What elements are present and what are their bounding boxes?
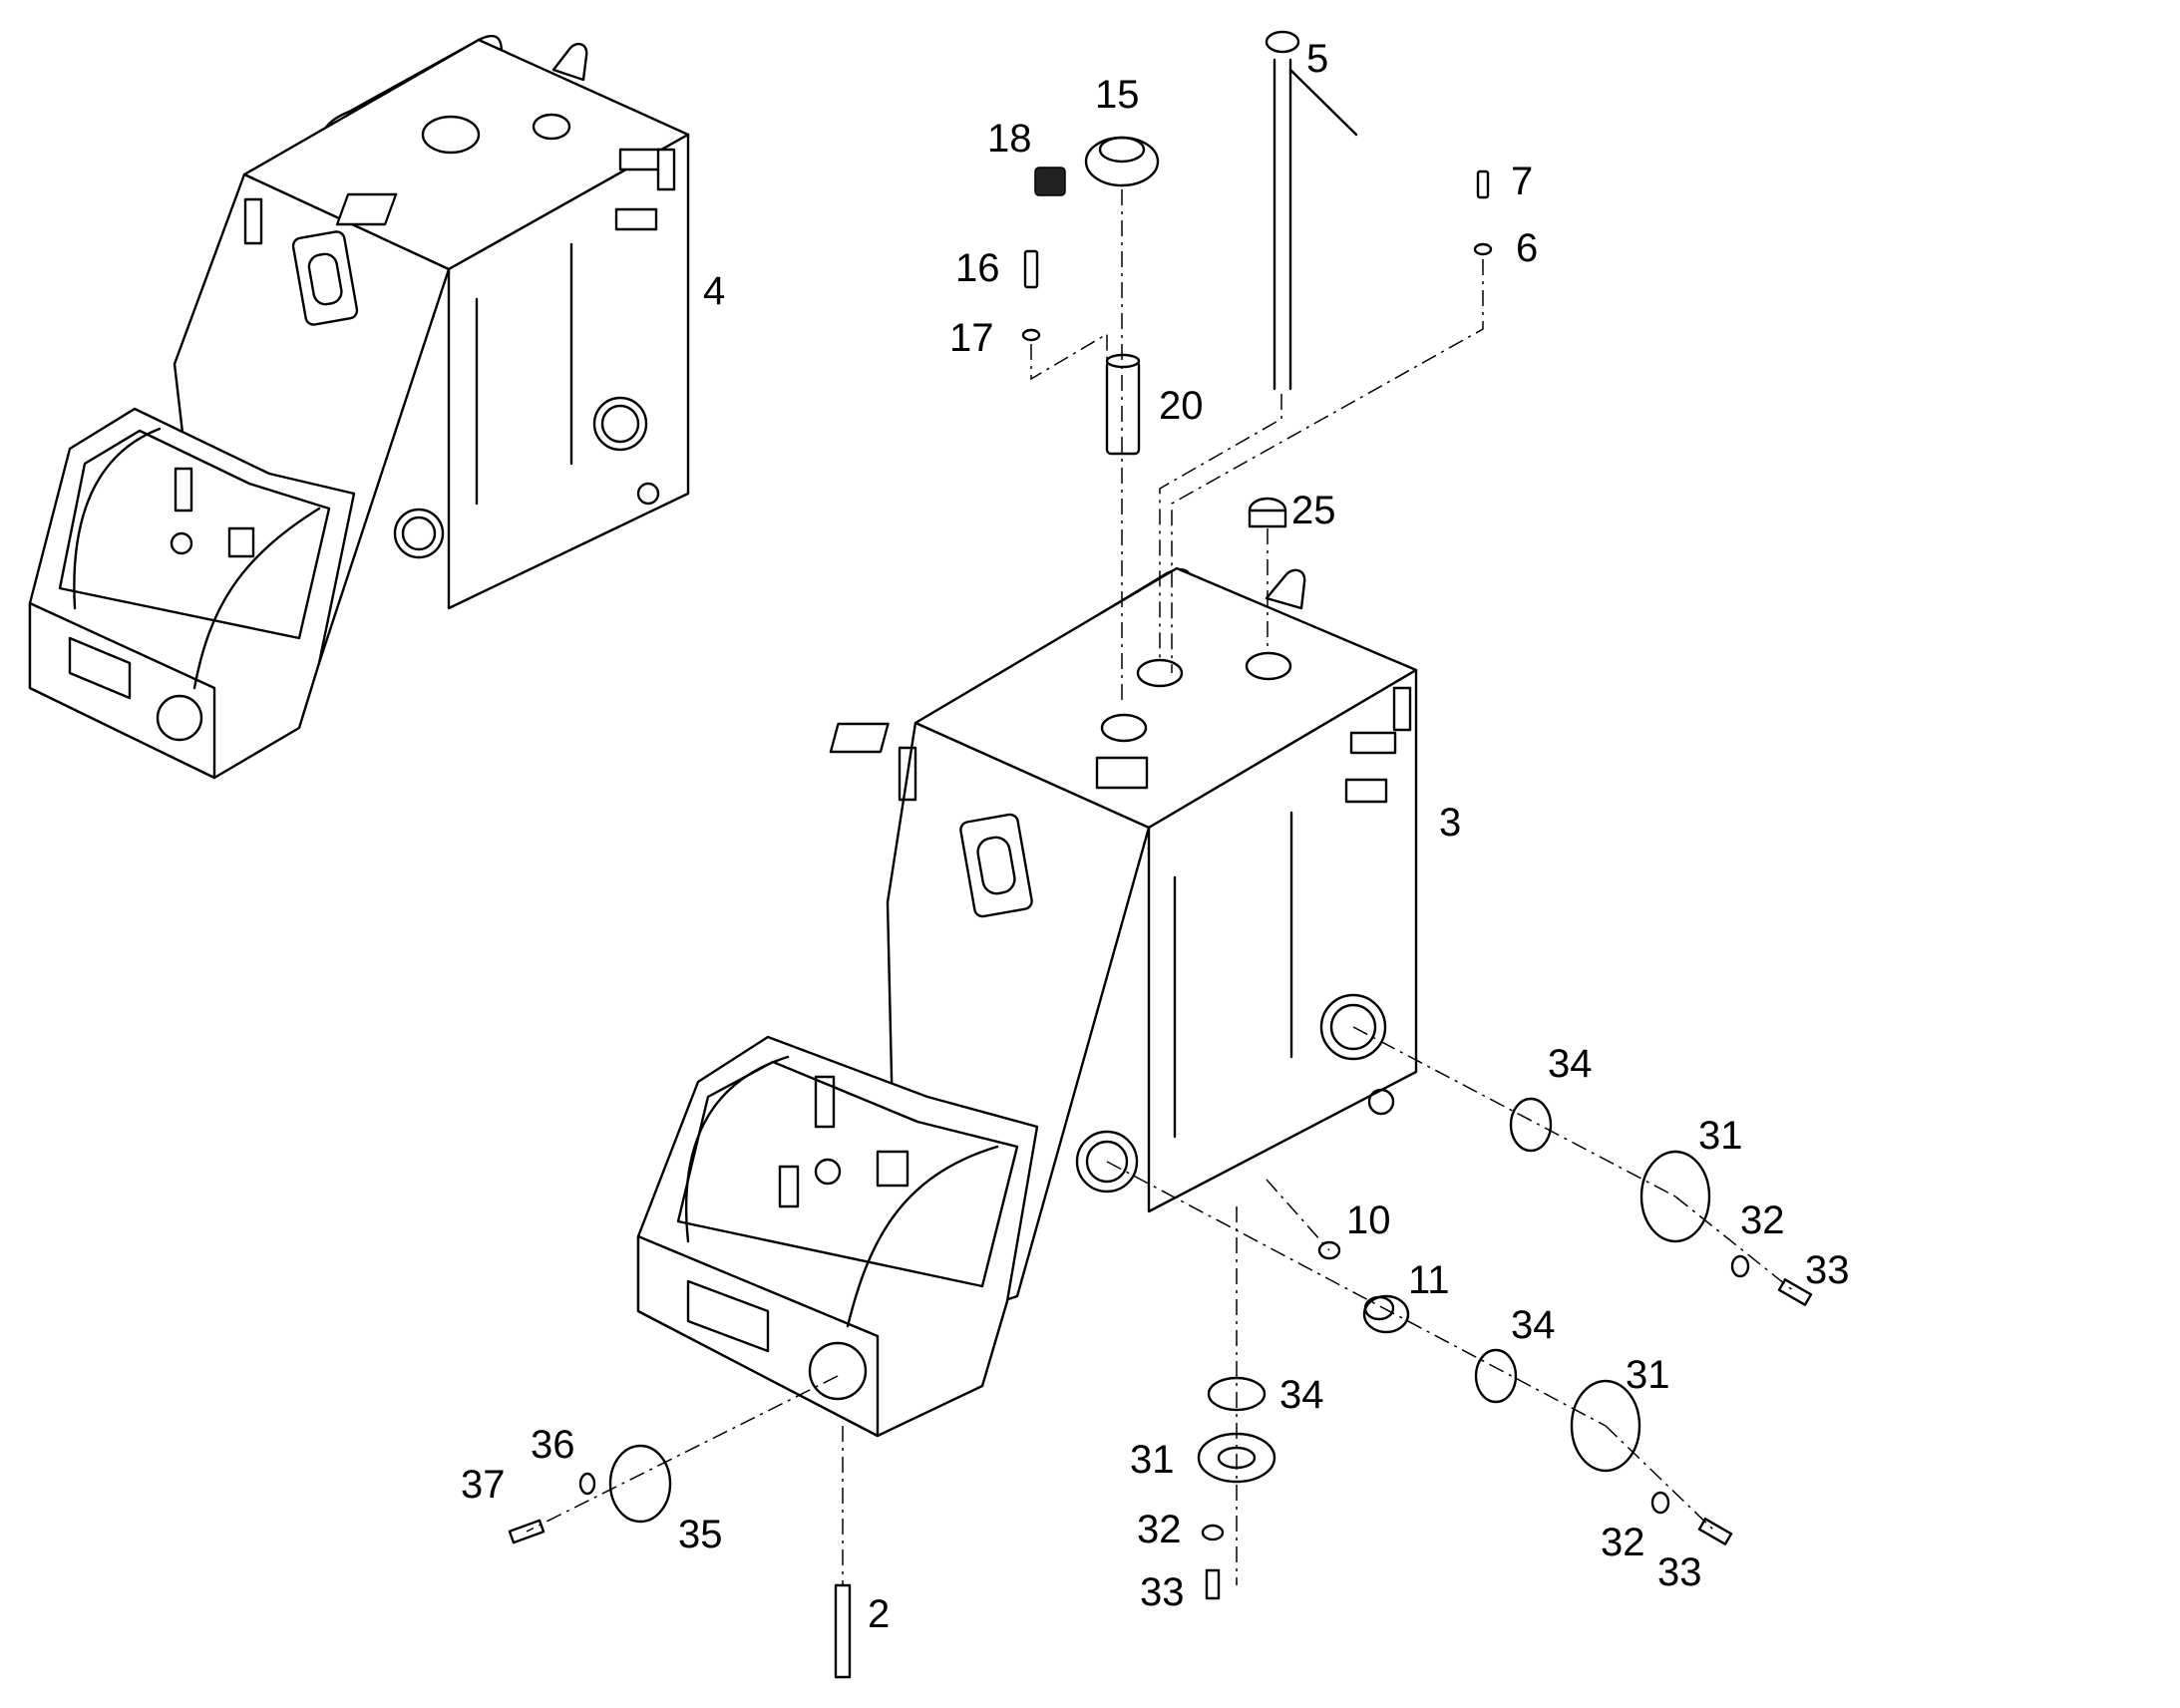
callout-36: 36 bbox=[531, 1423, 575, 1467]
bolt-33-right bbox=[1777, 1278, 1813, 1306]
cap-25 bbox=[1248, 497, 1287, 528]
callout-32-right: 32 bbox=[1740, 1198, 1785, 1242]
filler-cap-15 bbox=[1084, 136, 1160, 187]
callout-2: 2 bbox=[868, 1592, 890, 1636]
bolt-7 bbox=[1476, 170, 1490, 199]
washer-6 bbox=[1473, 242, 1493, 256]
callout-31-mid: 31 bbox=[1626, 1353, 1670, 1397]
callout-15: 15 bbox=[1095, 73, 1140, 117]
callout-37: 37 bbox=[461, 1463, 506, 1507]
callout-4: 4 bbox=[703, 269, 725, 313]
callout-32-mid: 32 bbox=[1601, 1521, 1645, 1564]
callout-35: 35 bbox=[678, 1513, 723, 1556]
bolt-2 bbox=[834, 1583, 852, 1679]
callout-6: 6 bbox=[1516, 226, 1538, 270]
callout-17: 17 bbox=[949, 316, 994, 360]
washer-32-bottom bbox=[1201, 1524, 1225, 1541]
washer-32-mid bbox=[1650, 1491, 1670, 1515]
plug-11 bbox=[1362, 1294, 1410, 1334]
assembly-lines bbox=[526, 189, 1796, 1585]
callout-32-bottom: 32 bbox=[1137, 1508, 1182, 1551]
plug-18 bbox=[1034, 167, 1066, 196]
dipstick-5 bbox=[1265, 30, 1358, 391]
tube-20 bbox=[1105, 353, 1141, 456]
callout-11: 11 bbox=[1408, 1258, 1450, 1302]
callout-labels: 5 15 18 7 6 16 17 4 20 25 3 34 31 10 32 … bbox=[461, 37, 1850, 1636]
callout-25: 25 bbox=[1291, 489, 1336, 532]
callout-18: 18 bbox=[987, 117, 1032, 161]
bolt-16 bbox=[1023, 249, 1039, 289]
callout-10: 10 bbox=[1346, 1198, 1391, 1242]
callout-34-mid: 34 bbox=[1511, 1303, 1556, 1347]
tank-assembly-4 bbox=[28, 34, 690, 780]
gasket-34-bottom bbox=[1207, 1376, 1267, 1412]
bolt-33-bottom bbox=[1205, 1568, 1221, 1600]
callout-16: 16 bbox=[955, 246, 1000, 290]
callout-20: 20 bbox=[1159, 384, 1204, 428]
callout-3: 3 bbox=[1439, 801, 1461, 845]
callout-31-right: 31 bbox=[1698, 1114, 1743, 1158]
washer-36 bbox=[578, 1472, 596, 1496]
oring-10 bbox=[1317, 1240, 1341, 1260]
tank-assembly-3 bbox=[636, 566, 1418, 1438]
callout-34-bottom: 34 bbox=[1279, 1373, 1324, 1417]
callout-33-mid: 33 bbox=[1657, 1550, 1702, 1594]
callout-33-right: 33 bbox=[1805, 1248, 1850, 1292]
bolt-33-mid bbox=[1697, 1518, 1733, 1545]
gasket-34-mid bbox=[1474, 1348, 1518, 1404]
washer-17 bbox=[1021, 328, 1041, 342]
callout-7: 7 bbox=[1511, 160, 1533, 203]
gasket-34-right bbox=[1509, 1097, 1553, 1153]
callout-34-right: 34 bbox=[1548, 1042, 1593, 1086]
cover-35 bbox=[608, 1444, 672, 1524]
washer-32-right bbox=[1730, 1254, 1750, 1278]
callout-33-bottom: 33 bbox=[1140, 1570, 1185, 1614]
callout-5: 5 bbox=[1306, 37, 1328, 81]
callout-31-bottom: 31 bbox=[1130, 1438, 1175, 1482]
